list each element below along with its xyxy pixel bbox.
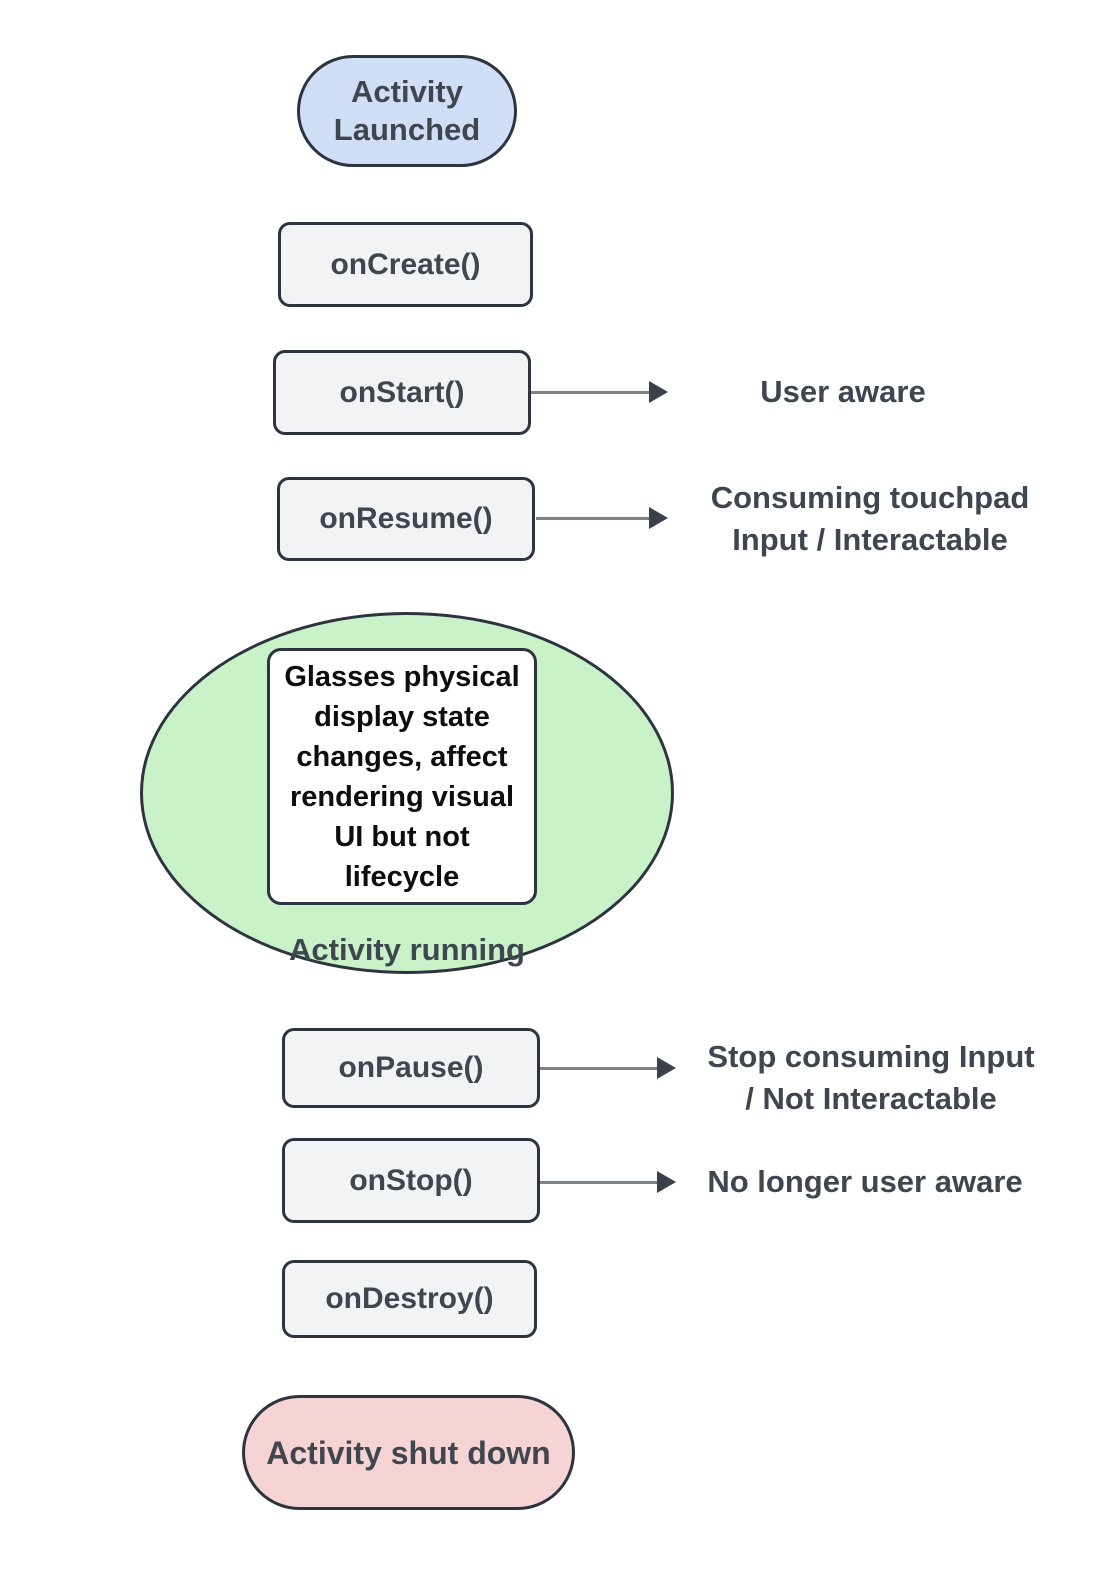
node-activity-launched: Activity Launched	[297, 55, 517, 167]
node-oncreate: onCreate()	[278, 222, 533, 307]
node-onstop: onStop()	[282, 1138, 540, 1223]
node-onpause: onPause()	[282, 1028, 540, 1108]
annotation-consuming-touchpad-line2: Input / Interactable	[732, 522, 1008, 557]
arrow-head-icon	[657, 1171, 676, 1193]
arrow-onstop-to-no-longer-aware	[540, 1170, 676, 1194]
annotation-no-longer-user-aware: No longer user aware	[700, 1161, 1030, 1203]
node-onresume-label: onResume()	[319, 502, 493, 535]
node-activity-running-label: Activity running	[289, 932, 525, 967]
note-line: Glasses physical	[284, 660, 520, 693]
annotation-user-aware: User aware	[693, 371, 993, 413]
note-line: display state	[314, 700, 490, 733]
arrow-line	[540, 1180, 657, 1184]
node-oncreate-label: onCreate()	[330, 247, 481, 281]
note-line: UI but not	[334, 820, 470, 853]
node-activity-shutdown-label: Activity shut down	[266, 1434, 551, 1471]
note-line: lifecycle	[344, 860, 460, 893]
annotation-stop-consuming: Stop consuming Input / Not Interactable	[696, 1036, 1046, 1120]
annotation-stop-consuming-line2: / Not Interactable	[745, 1081, 997, 1116]
arrow-line	[531, 390, 649, 394]
node-ondestroy-label: onDestroy()	[325, 1282, 494, 1315]
node-onstop-label: onStop()	[349, 1163, 473, 1197]
node-onpause-label: onPause()	[338, 1051, 484, 1084]
arrow-onstart-to-user-aware	[531, 380, 668, 404]
note-line: rendering visual	[289, 780, 514, 813]
annotation-consuming-touchpad: Consuming touchpad Input / Interactable	[690, 477, 1050, 561]
annotation-no-longer-user-aware-line1: No longer user aware	[707, 1164, 1023, 1199]
annotation-user-aware-line1: User aware	[760, 374, 926, 409]
node-activity-launched-label-line1: Activity	[351, 74, 463, 109]
node-onstart: onStart()	[273, 350, 531, 435]
node-onresume: onResume()	[277, 477, 535, 561]
arrow-line	[540, 1066, 657, 1070]
node-activity-shutdown: Activity shut down	[242, 1395, 575, 1510]
annotation-stop-consuming-line1: Stop consuming Input	[707, 1039, 1035, 1074]
node-activity-launched-label-line2: Launched	[333, 112, 481, 147]
arrow-head-icon	[657, 1057, 676, 1079]
node-ondestroy: onDestroy()	[282, 1260, 537, 1338]
arrow-onpause-to-stop-consuming	[540, 1056, 676, 1080]
note-line: changes, affect	[296, 740, 508, 773]
activity-running-note: Glasses physical display state changes, …	[267, 648, 537, 905]
arrow-line	[536, 516, 649, 520]
arrow-head-icon	[649, 381, 668, 403]
annotation-consuming-touchpad-line1: Consuming touchpad	[710, 480, 1030, 515]
arrow-onresume-to-consuming	[536, 506, 668, 530]
node-onstart-label: onStart()	[339, 375, 465, 409]
arrow-head-icon	[649, 507, 668, 529]
